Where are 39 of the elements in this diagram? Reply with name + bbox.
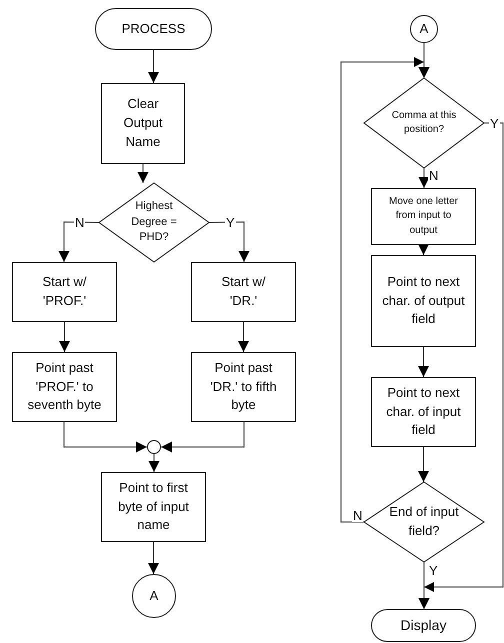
decision-diamond bbox=[364, 482, 484, 562]
process-box bbox=[191, 262, 296, 322]
edge-label: Y bbox=[225, 216, 236, 229]
node-text: Start w/ 'DR.' bbox=[220, 273, 267, 310]
process-box bbox=[371, 377, 476, 447]
node-text: PROCESS bbox=[122, 20, 186, 38]
edge-label: N bbox=[352, 509, 364, 522]
junction-circle bbox=[147, 440, 161, 454]
edge-label: Y bbox=[489, 117, 500, 130]
edge-label: N bbox=[428, 169, 440, 182]
node-text: A bbox=[420, 20, 428, 38]
connector-circle bbox=[132, 574, 176, 618]
process-box bbox=[12, 262, 117, 322]
node-text: Start w/ 'PROF.' bbox=[41, 273, 88, 310]
connector-circle bbox=[410, 15, 438, 43]
node-text: Point to next char. of input field bbox=[385, 384, 462, 440]
node-text: Comma at this position? bbox=[390, 108, 458, 137]
decision-diamond bbox=[99, 183, 209, 262]
process-box bbox=[12, 352, 117, 422]
decision-diamond bbox=[364, 78, 484, 168]
node-text: End of input field? bbox=[388, 503, 460, 540]
node-text: Point to next char. of output field bbox=[381, 272, 466, 328]
terminal-shape bbox=[371, 609, 476, 642]
process-box bbox=[371, 255, 476, 347]
node-text: Highest Degree = PHD? bbox=[130, 198, 178, 246]
process-box bbox=[101, 472, 206, 542]
terminal-shape bbox=[95, 8, 212, 50]
node-text: Move one letter from input to output bbox=[388, 194, 459, 238]
process-box bbox=[101, 83, 185, 164]
node-text: Clear Output Name bbox=[122, 95, 164, 151]
edge-label: Y bbox=[428, 564, 439, 577]
node-text: Point to first byte of input name bbox=[117, 478, 190, 534]
process-box bbox=[371, 188, 476, 245]
node-text: Point past 'DR.' to fifth byte bbox=[209, 358, 278, 414]
node-text: A bbox=[150, 586, 158, 605]
process-box bbox=[191, 352, 296, 422]
node-text: Display bbox=[400, 616, 446, 636]
node-text: Point past 'PROF.' to seventh byte bbox=[26, 358, 102, 414]
edge-label: N bbox=[74, 216, 86, 229]
